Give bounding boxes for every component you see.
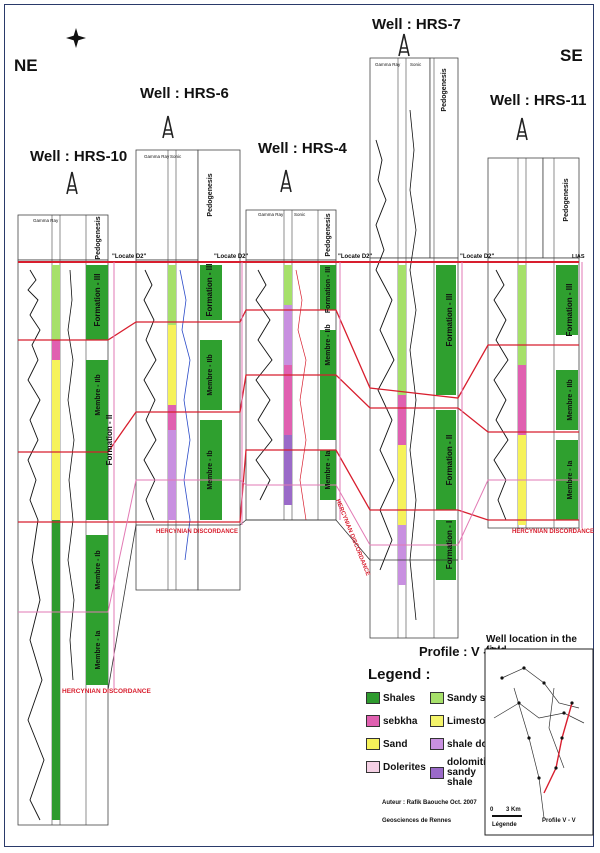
sonic-header: Sonic	[294, 212, 306, 217]
correlation-line	[18, 479, 579, 613]
membre-label: Membre - Ib	[207, 450, 214, 489]
pedogenesis-header: Pedogenesis	[563, 178, 570, 221]
well-log-hrs11	[487, 157, 580, 529]
map-scale: 3 Km	[506, 807, 521, 813]
legend-swatch	[366, 715, 380, 727]
legend-swatch	[430, 715, 444, 727]
well-log-hrs10	[17, 214, 109, 826]
legend-item-shales: Shales	[366, 692, 415, 704]
map-profile-label: Profile V - V	[542, 818, 576, 824]
discordance-label: HERCYNIAN DISCORDANCE	[334, 499, 370, 577]
figure-frame	[4, 4, 594, 847]
formation-label: Formation - III	[93, 274, 102, 327]
formation-label: Formation - I	[445, 521, 454, 569]
locate-d2-marker: "Locate D2"	[460, 254, 495, 260]
legend-item-sand: Sand	[366, 738, 407, 750]
correlation-line	[107, 519, 458, 691]
gamma-header: Gamma Ray	[375, 62, 401, 67]
formation-label: Formation - II	[445, 435, 454, 486]
well-location-map: 0 3 Km Légende Profile V - V	[484, 648, 594, 836]
locate-d2-marker: "Locate D2"	[112, 254, 147, 260]
correlation-line	[18, 309, 579, 399]
derrick-icon	[398, 33, 410, 57]
correlation-line	[18, 449, 579, 523]
legend-item-sandy-shale: Sandy shale	[430, 692, 505, 704]
formation-label: Formation - III	[325, 267, 332, 313]
formation-label: Formation - III	[565, 284, 574, 337]
map-scale-zero: 0	[490, 807, 494, 813]
membre-label: Membre - Ia	[95, 630, 102, 669]
pedogenesis-header: Pedogenesis	[441, 68, 448, 111]
legend-swatch	[366, 692, 380, 704]
well-log-hrs6	[135, 149, 241, 591]
legend-item-sebkha: sebkha	[366, 715, 417, 727]
legend-item-limestone: Limestone	[430, 715, 497, 727]
profile-title: Profile : V - V	[419, 644, 500, 659]
gamma-header: Gamma Ray	[144, 154, 170, 159]
pedogenesis-header: Pedogenesis	[325, 213, 332, 256]
derrick-icon	[66, 171, 78, 195]
pedogenesis-header: Pedogenesis	[95, 216, 102, 259]
derrick-icon	[162, 115, 174, 139]
sonic-header: Sonic	[170, 154, 182, 159]
locate-d2-marker: "Locate D2"	[214, 254, 249, 260]
legend-item-dolerites: Dolerites	[366, 761, 426, 773]
legend-item-shale-dolomitic: shale dolomitic	[430, 738, 520, 750]
institution-label: Geosciences de Rennes	[382, 818, 452, 824]
discordance-label: HERCYNIAN DISCORDANCE	[62, 688, 152, 695]
legend-item-dolomitic-sandy-shale: dolomitic sandy shale	[430, 758, 491, 788]
membre-label: Membre - Ia	[325, 450, 332, 489]
membre-label: Membre - IIb	[325, 324, 332, 365]
legend-swatch	[430, 738, 444, 750]
discordance-label: HERCYNIAN DISCORDANCE	[512, 529, 594, 535]
legend-swatch	[430, 767, 444, 779]
membre-label: Membre - IIb	[567, 379, 574, 420]
derrick-icon	[280, 169, 292, 193]
sonic-header: Sonic	[410, 62, 422, 67]
gamma-header: Gamma Ray	[258, 212, 284, 217]
correlation-line	[18, 374, 579, 453]
membre-label: Membre - IIb	[207, 354, 214, 395]
legend-title: Legend :	[368, 666, 431, 683]
formation-label: Formation - II	[105, 415, 114, 466]
membre-label: Membre - Ia	[567, 460, 574, 499]
direction-ne-label: NE	[14, 56, 38, 75]
well-title-hrs7: Well : HRS-7	[372, 16, 461, 33]
formation-label: Formation - III	[445, 294, 454, 347]
well-title-hrs11: Well : HRS-11	[490, 92, 587, 109]
well-title-hrs6: Well : HRS-6	[140, 85, 229, 102]
locate-d2-marker: "Locate D2"	[338, 254, 373, 260]
membre-label: Membre - Ib	[95, 550, 102, 589]
compass-icon	[66, 28, 86, 48]
derrick-icon	[516, 117, 528, 141]
well-log-hrs4	[245, 209, 337, 521]
legend-swatch	[366, 761, 380, 773]
discordance-label: HERCYNIAN DISCORDANCE	[156, 529, 238, 535]
membre-label: Membre - IIb	[95, 374, 102, 415]
author-label: Auteur : Rafik Baouche Oct. 2007	[382, 800, 477, 806]
formation-label: Formation - III	[205, 264, 214, 317]
pedogenesis-header: Pedogenesis	[207, 173, 214, 216]
legend-swatch	[366, 738, 380, 750]
well-log-hrs7	[369, 57, 459, 639]
map-legend-label: Légende	[492, 822, 517, 828]
lias-marker: LIAS	[572, 254, 585, 260]
gamma-header: Gamma Ray	[33, 218, 59, 223]
well-title-hrs4: Well : HRS-4	[258, 140, 347, 157]
legend-swatch	[430, 692, 444, 704]
well-title-hrs10: Well : HRS-10	[30, 148, 128, 165]
direction-se-label: SE	[560, 46, 583, 65]
